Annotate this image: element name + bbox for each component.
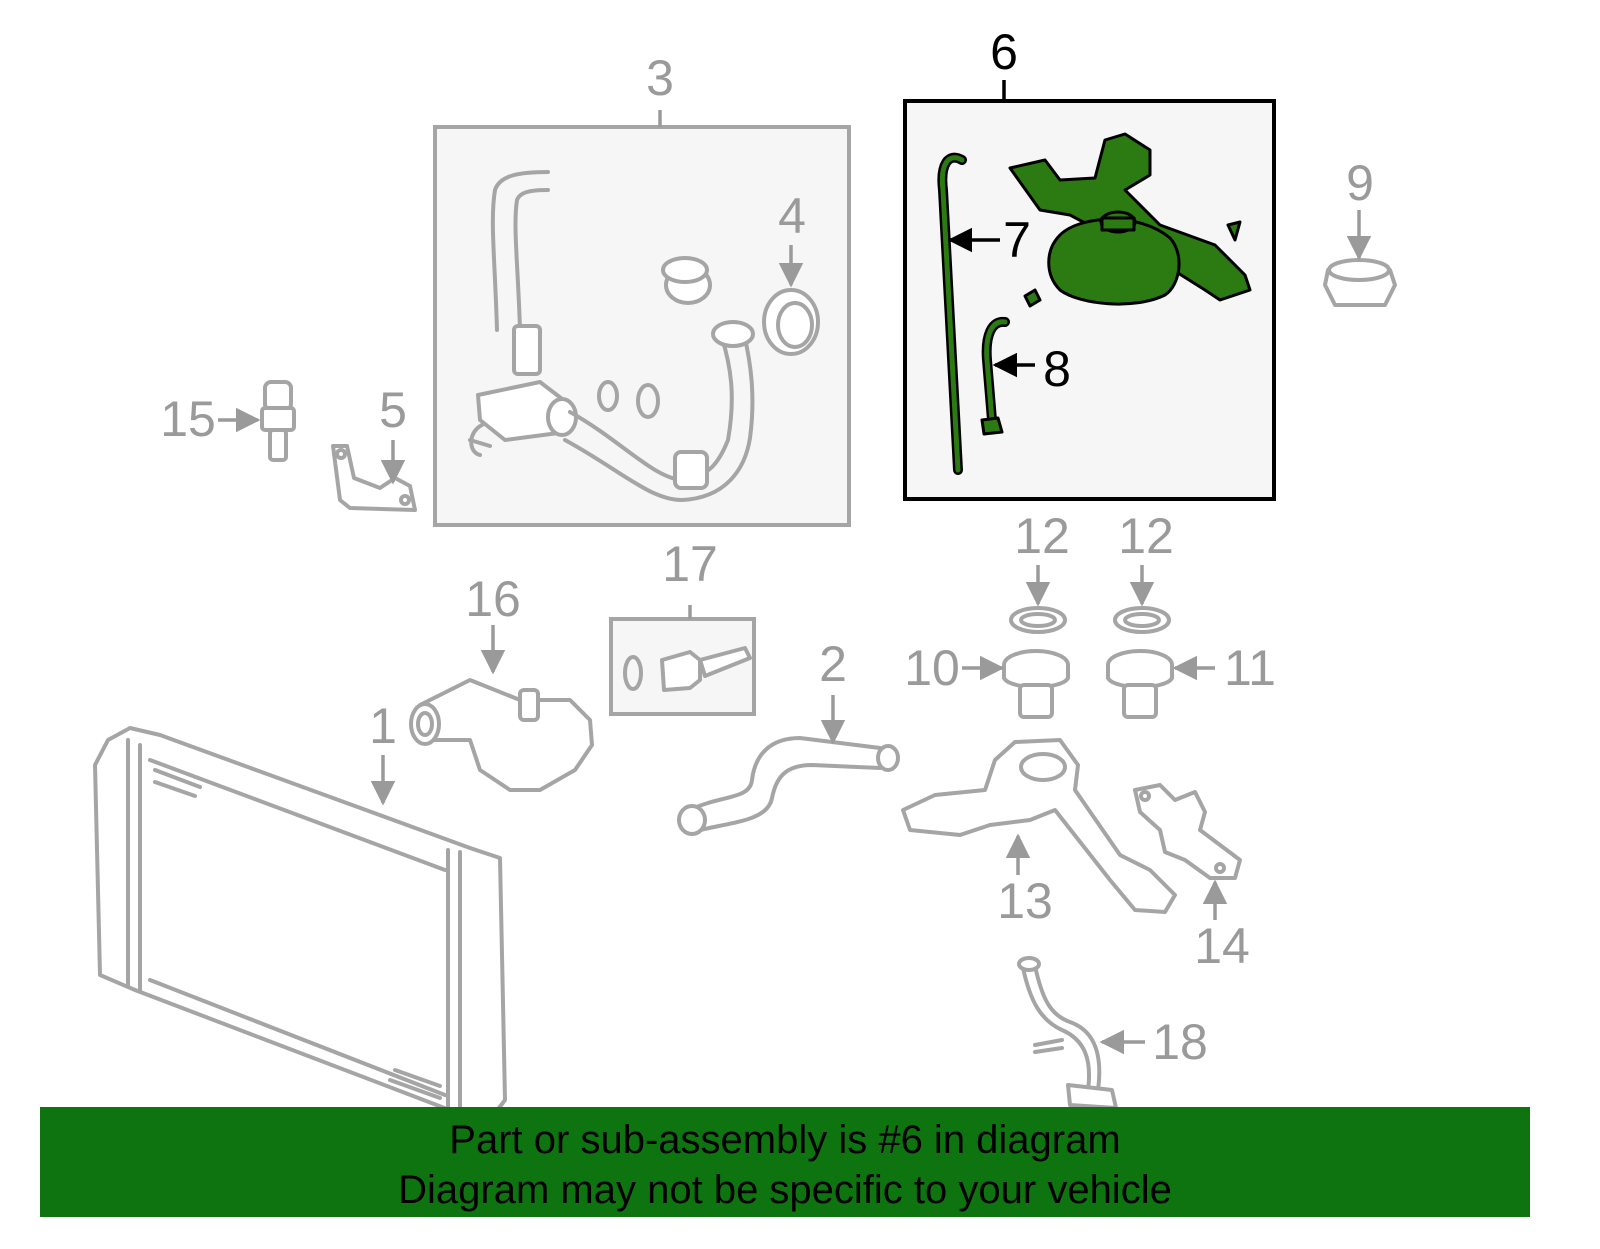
callout-18: 18 bbox=[1152, 1014, 1208, 1070]
callout-12b: 12 bbox=[1118, 508, 1174, 564]
callout-12a: 12 bbox=[1014, 508, 1070, 564]
callout-14: 14 bbox=[1194, 918, 1250, 974]
part-17-box bbox=[609, 605, 756, 716]
callout-8: 8 bbox=[1043, 341, 1071, 397]
part-5-bracket bbox=[331, 440, 417, 512]
callout-3: 3 bbox=[646, 50, 674, 106]
banner-line-2: Diagram may not be specific to your vehi… bbox=[398, 1168, 1172, 1212]
part-1-radiator bbox=[93, 726, 507, 1122]
callout-5: 5 bbox=[379, 382, 407, 438]
callout-1: 1 bbox=[369, 698, 397, 754]
part-6-box bbox=[903, 80, 1276, 501]
part-9-cap bbox=[1323, 210, 1397, 307]
part-14-gasket bbox=[1133, 783, 1242, 920]
callout-15: 15 bbox=[160, 391, 216, 447]
callout-6: 6 bbox=[990, 24, 1018, 80]
banner-line-1: Part or sub-assembly is #6 in diagram bbox=[449, 1118, 1121, 1162]
callout-17: 17 bbox=[662, 536, 718, 592]
part-15-sensor bbox=[218, 380, 296, 462]
part-4-clamp bbox=[762, 245, 820, 356]
part-2-hose bbox=[677, 695, 900, 836]
callout-10: 10 bbox=[904, 640, 960, 696]
callout-7: 7 bbox=[1003, 212, 1031, 268]
callout-9: 9 bbox=[1346, 155, 1374, 211]
callout-4: 4 bbox=[778, 188, 806, 244]
part-18-pipe bbox=[1017, 956, 1145, 1110]
callout-2: 2 bbox=[819, 636, 847, 692]
part-13-housing bbox=[901, 738, 1177, 914]
part-16-housing bbox=[409, 625, 594, 792]
part-12-seals bbox=[1009, 565, 1171, 634]
part-10-11-thermostats bbox=[962, 649, 1215, 719]
callout-13: 13 bbox=[997, 873, 1053, 929]
info-banner: Part or sub-assembly is #6 in diagram Di… bbox=[40, 1107, 1530, 1217]
callout-16: 16 bbox=[465, 571, 521, 627]
callout-11: 11 bbox=[1224, 640, 1276, 696]
